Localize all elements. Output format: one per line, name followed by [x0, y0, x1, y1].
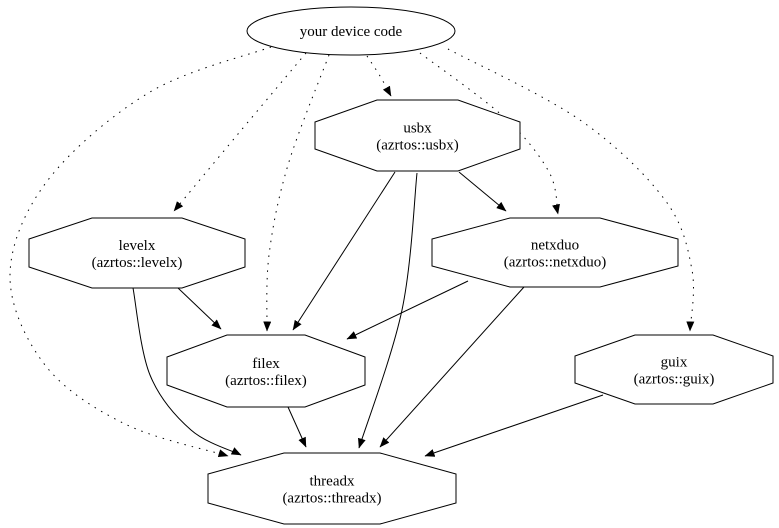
edge-device-code-usbx — [366, 55, 392, 97]
node-levelx: levelx(azrtos::levelx) — [28, 217, 246, 289]
node-levelx-label: levelx(azrtos::levelx) — [92, 238, 183, 271]
edge-netxduo-filex — [346, 280, 469, 340]
edge-filex-threadx — [287, 406, 307, 448]
node-guix-label: guix(azrtos::guix) — [634, 355, 715, 388]
node-threadx: threadx(azrtos::threadx) — [207, 452, 457, 525]
node-device-code-label: your device code — [300, 24, 403, 40]
edge-device-code-filex — [263, 54, 330, 332]
node-netxduo: netxduo(azrtos::netxduo) — [431, 217, 679, 288]
node-netxduo-label: netxduo(azrtos::netxduo) — [504, 238, 606, 271]
nodes-layer: your device codeusbx(azrtos::usbx)levelx… — [28, 6, 774, 525]
edge-device-code-guix — [447, 48, 695, 332]
edge-usbx-netxduo — [458, 171, 507, 212]
edge-guix-threadx — [424, 394, 604, 457]
edge-levelx-threadx — [132, 287, 242, 456]
node-guix: guix(azrtos::guix) — [574, 334, 774, 405]
node-threadx-label: threadx(azrtos::threadx) — [282, 474, 381, 507]
node-netxduo-shape — [431, 217, 679, 288]
node-device-code: your device code — [246, 6, 456, 56]
node-usbx: usbx(azrtos::usbx) — [314, 99, 521, 172]
node-levelx-shape — [28, 217, 246, 289]
node-device-code-shape — [246, 6, 456, 56]
node-usbx-shape — [314, 99, 521, 172]
node-guix-shape — [574, 334, 774, 405]
edge-device-code-threadx — [9, 46, 272, 458]
node-filex-label: filex(azrtos::filex) — [225, 356, 307, 389]
edges-layer — [9, 46, 695, 458]
node-filex-shape — [166, 334, 366, 408]
node-threadx-shape — [207, 452, 457, 525]
edge-levelx-filex — [177, 287, 222, 330]
node-filex: filex(azrtos::filex) — [166, 334, 366, 408]
edge-netxduo-threadx — [379, 286, 525, 448]
node-usbx-label: usbx(azrtos::usbx) — [376, 121, 458, 154]
edge-usbx-threadx — [358, 172, 418, 449]
edge-device-code-levelx — [173, 52, 307, 212]
edge-usbx-filex — [292, 171, 396, 331]
